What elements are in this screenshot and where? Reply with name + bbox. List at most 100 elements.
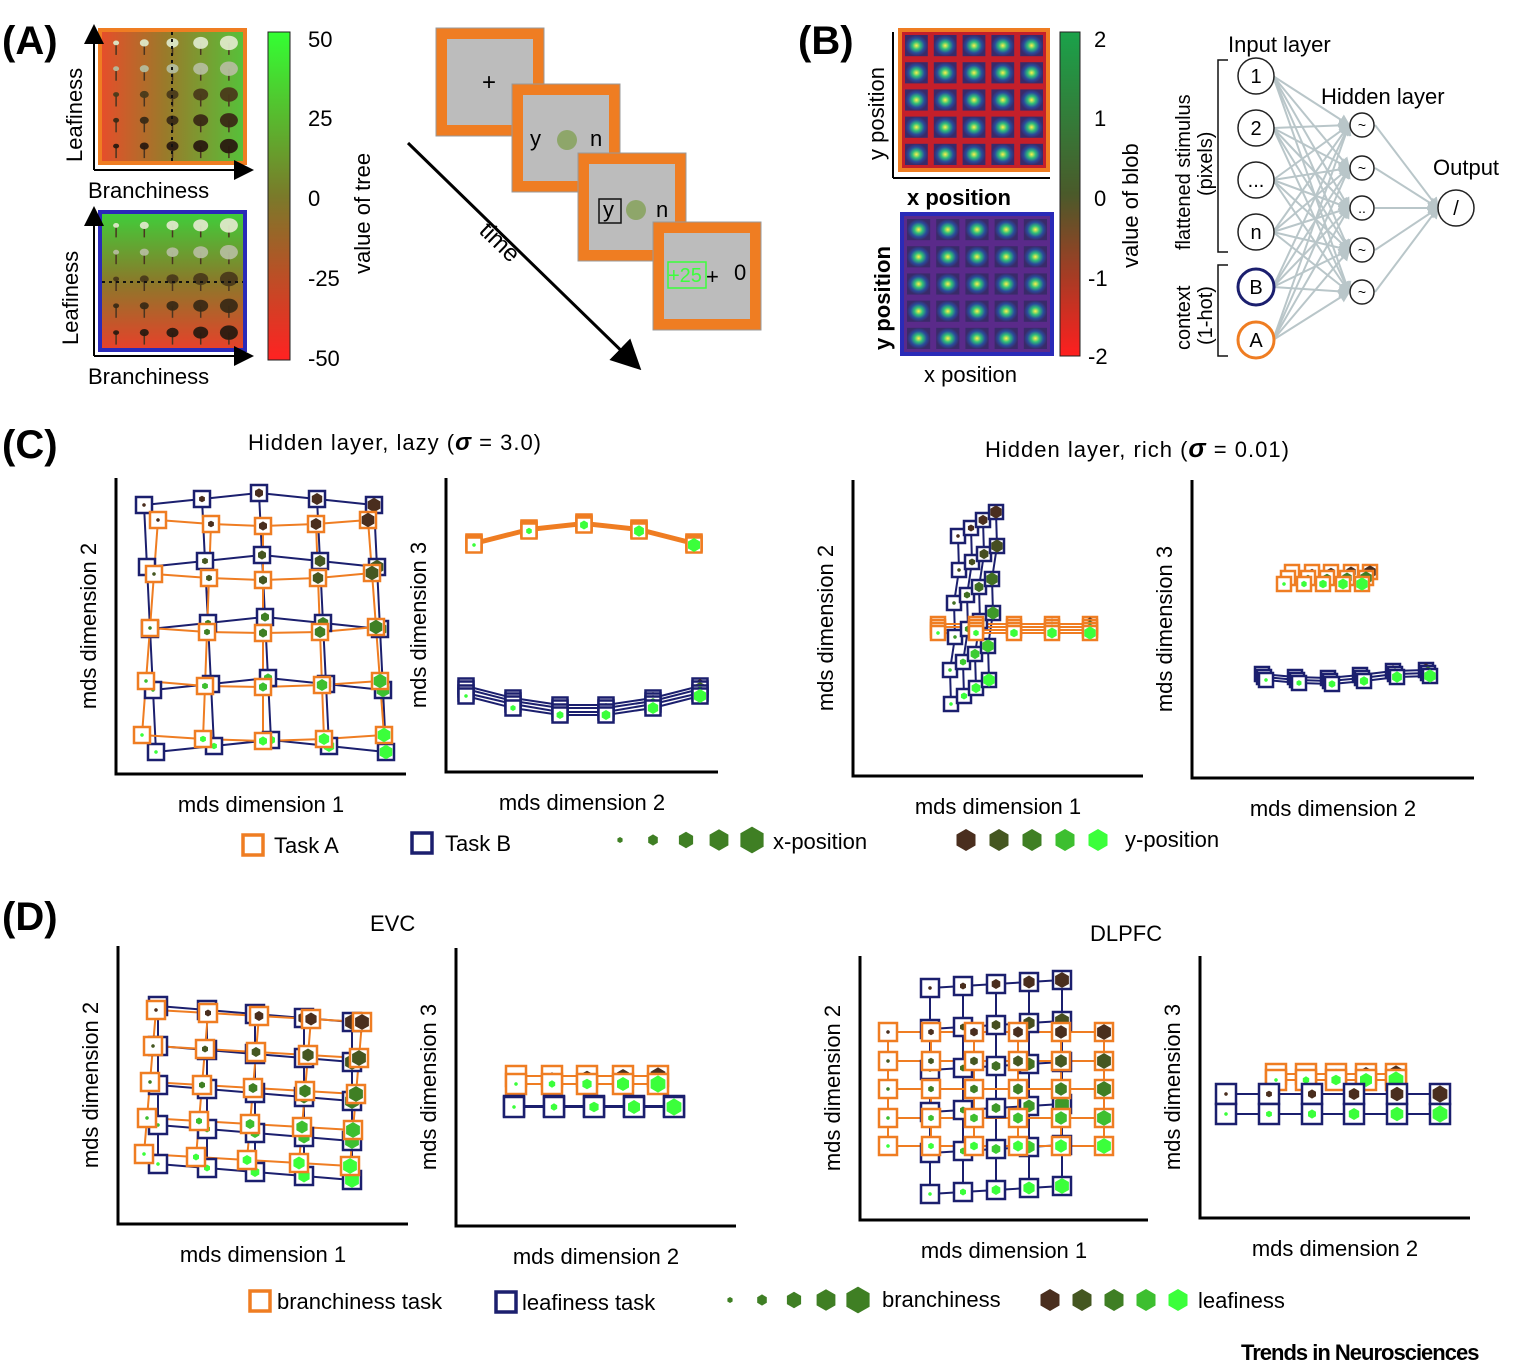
data-hex <box>666 1098 682 1116</box>
y-axis-label: mds dimension 2 <box>76 543 101 709</box>
data-hex <box>1224 1092 1228 1096</box>
tree-icon <box>139 221 149 229</box>
network-edge <box>1272 179 1351 294</box>
data-hex <box>245 1119 255 1129</box>
input-node <box>1237 109 1275 147</box>
panel-label-a: (A) <box>2 19 58 63</box>
data-hex <box>1055 972 1069 988</box>
hidden-node <box>1349 155 1375 181</box>
data-hex <box>311 493 323 505</box>
data-hex <box>928 1028 934 1036</box>
network-edge <box>1272 179 1351 211</box>
blob-cell <box>965 273 989 295</box>
network-edge <box>1272 123 1352 341</box>
data-hex <box>377 727 391 743</box>
plot-axes <box>1190 480 1474 780</box>
tree-icon <box>193 219 209 232</box>
data-hex <box>978 514 988 526</box>
tree-icon <box>166 274 179 284</box>
data-hex <box>949 702 953 706</box>
data-hex <box>1266 1090 1272 1098</box>
data-hex <box>1296 680 1302 686</box>
tree-icon <box>113 40 120 46</box>
data-hex <box>259 682 267 692</box>
x-axis-label: mds dimension 2 <box>1250 796 1416 821</box>
tree-stimulus-icon <box>626 200 646 220</box>
tree-icon <box>193 246 209 259</box>
data-hex <box>1047 627 1057 639</box>
title-dlpfc: DLPFC <box>1090 921 1162 946</box>
input-node <box>1236 267 1276 307</box>
y-position-label-top: y position <box>864 67 889 160</box>
data-hex <box>970 1141 978 1151</box>
tree-icon <box>193 114 209 127</box>
data-hex <box>928 1192 932 1196</box>
data-hex <box>1013 1140 1023 1152</box>
data-hex <box>983 673 995 687</box>
panel-c: Hidden layer, lazy (σ = 3.0) Hidden laye… <box>76 429 1474 858</box>
network-edge <box>1272 75 1351 127</box>
data-hex <box>255 488 263 498</box>
panel-a: Leafiness Branchiness Leafiness Branchin… <box>58 24 762 389</box>
data-hex <box>960 1188 966 1196</box>
data-hex <box>991 1103 1001 1113</box>
colorbar-tick: 50 <box>308 27 332 52</box>
legend-hex <box>617 837 623 843</box>
blob-cell <box>965 327 989 349</box>
tree-icon <box>113 303 120 309</box>
data-hex <box>318 733 330 745</box>
tree-icon <box>139 302 149 310</box>
data-hex <box>1331 1074 1341 1086</box>
legend-branchiness-task-swatch <box>248 1289 272 1313</box>
data-hex <box>694 689 706 703</box>
legend-branchiness: branchiness <box>882 1287 1001 1312</box>
data-hex <box>1097 1110 1111 1126</box>
blob-cell <box>965 246 989 268</box>
legend-hex <box>989 829 1009 851</box>
input-node-label: ... <box>1248 170 1265 192</box>
tree-icon <box>166 89 179 100</box>
hidden-node <box>1349 195 1375 221</box>
selected-choice-box <box>598 198 622 224</box>
blob-cell <box>905 62 928 84</box>
context-bracket <box>1217 264 1228 357</box>
data-hex <box>970 1084 978 1094</box>
data-hex <box>259 736 267 746</box>
title-evc: EVC <box>370 911 415 936</box>
data-hex <box>1055 1025 1067 1039</box>
context-label-2: (1-hot) <box>1195 286 1217 345</box>
data-hex <box>1055 1082 1067 1096</box>
data-hex <box>956 534 960 538</box>
tree-icon <box>219 61 238 76</box>
blob-cell <box>965 300 989 322</box>
data-hex <box>156 518 160 522</box>
data-hex <box>1023 1181 1035 1195</box>
leafiness-label-bottom: Leafiness <box>58 251 83 345</box>
data-hex <box>261 612 269 622</box>
data-hex <box>148 1080 152 1084</box>
data-hex <box>963 591 971 599</box>
plot-axes <box>454 948 736 1228</box>
network-edge <box>1272 166 1351 233</box>
network-edge <box>1272 123 1351 233</box>
data-hex <box>960 692 968 700</box>
data-hex <box>952 601 956 605</box>
legend-task-a-swatch <box>241 833 265 857</box>
grid-line <box>973 519 986 689</box>
colorbar-ticks-a: 50 25 0 -25 -50 <box>308 27 340 371</box>
data-hex <box>991 1185 1001 1195</box>
x-axis-label: mds dimension 1 <box>921 1238 1087 1263</box>
data-hex <box>373 673 387 689</box>
data-hex <box>1013 1083 1023 1095</box>
hidden-node-label: ~ <box>1358 160 1366 176</box>
network-edge <box>1374 167 1440 210</box>
network-edge <box>1272 163 1351 181</box>
tree-icon <box>166 115 179 126</box>
data-hex <box>986 572 998 586</box>
data-hex <box>928 986 932 990</box>
title-lazy: Hidden layer, lazy (σ = 3.0) <box>248 429 542 456</box>
legend-y-position-hexes <box>956 829 1108 851</box>
data-hex <box>314 555 326 567</box>
